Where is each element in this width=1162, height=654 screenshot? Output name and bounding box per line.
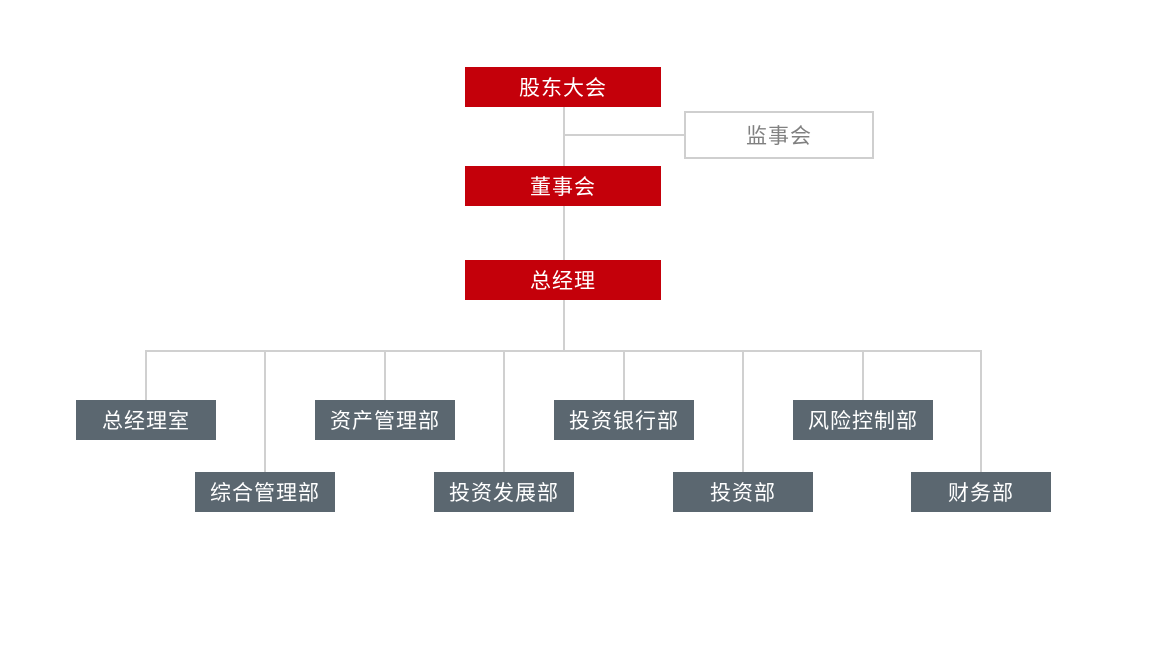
connector-gm-bus	[563, 300, 565, 351]
connector-drop-5	[623, 350, 625, 400]
connector-drop-3	[384, 350, 386, 400]
node-supervisors: 监事会	[684, 111, 874, 159]
dept-node: 综合管理部	[195, 472, 335, 512]
connector-trunk-top	[563, 107, 565, 166]
connector-drop-4	[503, 350, 505, 472]
dept-node: 资产管理部	[315, 400, 455, 440]
connector-drop-8	[980, 350, 982, 472]
connector-supervisors	[563, 134, 684, 136]
node-board: 董事会	[465, 166, 661, 206]
connector-board-gm	[563, 206, 565, 260]
connector-bus	[145, 350, 982, 352]
connector-drop-2	[264, 350, 266, 472]
dept-node: 财务部	[911, 472, 1051, 512]
connector-drop-6	[742, 350, 744, 472]
dept-node: 总经理室	[76, 400, 216, 440]
dept-node: 投资部	[673, 472, 813, 512]
dept-node: 投资银行部	[554, 400, 694, 440]
connector-drop-1	[145, 350, 147, 400]
node-shareholders: 股东大会	[465, 67, 661, 107]
dept-node: 风险控制部	[793, 400, 933, 440]
connector-drop-7	[862, 350, 864, 400]
dept-node: 投资发展部	[434, 472, 574, 512]
node-general-manager: 总经理	[465, 260, 661, 300]
